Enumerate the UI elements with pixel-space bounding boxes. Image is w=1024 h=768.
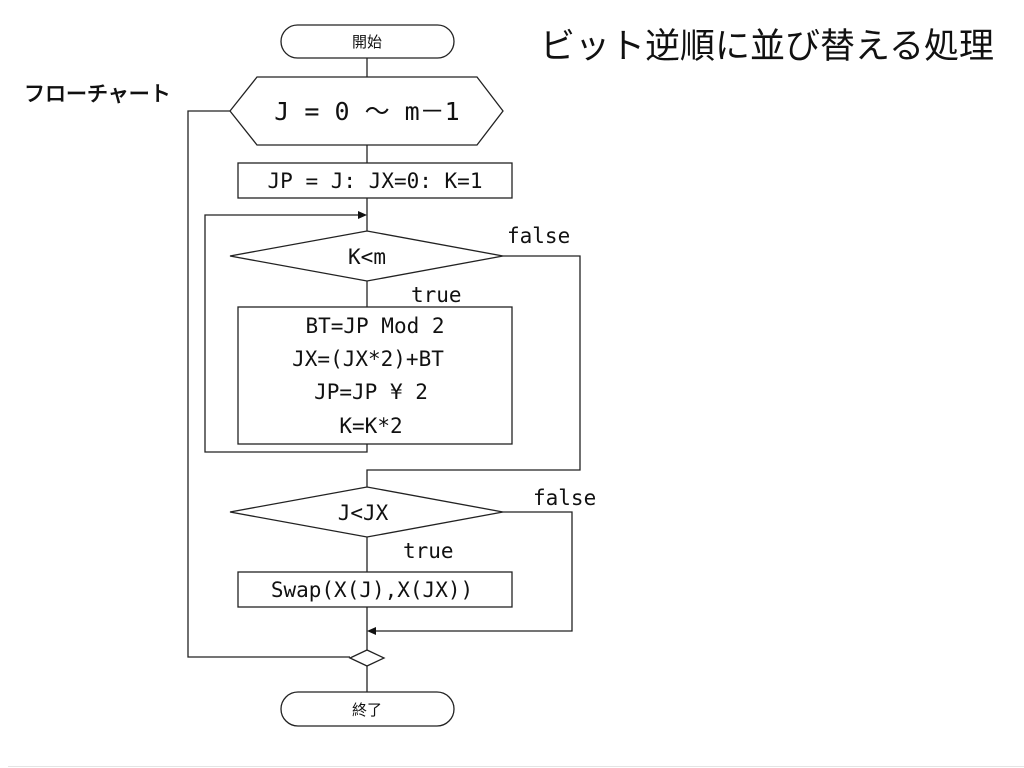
swap-label: Swap(X(J),X(JX))	[271, 578, 473, 602]
cond1-false-line	[366, 255, 581, 487]
body-line-1: BT=JP Mod 2	[305, 314, 444, 338]
end-label: 終了	[352, 701, 382, 719]
swap-process-box: Swap(X(J),X(JX))	[237, 571, 513, 608]
inner-loop-arrowhead	[358, 211, 367, 219]
cond2-false-arrowhead	[367, 627, 376, 635]
body-line-2: JX=(JX*2)+BT	[292, 347, 444, 371]
start-label: 開始	[352, 33, 382, 51]
cond2-false-line	[374, 511, 573, 632]
flowchart-label: フローチャート	[24, 82, 171, 106]
loop-hexagon: J = 0 ～ m－1	[229, 76, 504, 146]
connectors	[187, 58, 581, 692]
cond1-false-label: false	[507, 224, 570, 248]
cond2-label: J<JX	[338, 501, 389, 525]
body-line-3: JP=JP ¥ 2	[314, 380, 428, 404]
body-line-4: K=K*2	[339, 414, 402, 438]
condition-k-less-m: K<m false true	[229, 224, 570, 307]
cond2-true-label: true	[403, 539, 454, 563]
condition-j-less-jx: J<JX false true	[229, 486, 596, 563]
cond1-true-label: true	[411, 283, 462, 307]
init-label: JP = J: JX=0: K=1	[268, 169, 483, 193]
slide-title: ビット逆順に並び替える処理	[540, 27, 994, 67]
cond2-false-label: false	[533, 486, 596, 510]
outer-loop-back-line	[187, 110, 350, 658]
start-terminal: 開始	[280, 24, 455, 59]
bottom-divider	[8, 766, 1024, 767]
merge-diamond	[348, 649, 386, 667]
init-process-box: JP = J: JX=0: K=1	[237, 162, 513, 199]
loop-label: J = 0 ～ m－1	[274, 97, 459, 126]
bit-reverse-body-box: BT=JP Mod 2 JX=(JX*2)+BT JP=JP ¥ 2 K=K*2	[237, 306, 513, 445]
cond1-label: K<m	[348, 245, 386, 269]
inner-loop-back-line	[204, 214, 368, 453]
end-terminal: 終了	[280, 691, 455, 727]
